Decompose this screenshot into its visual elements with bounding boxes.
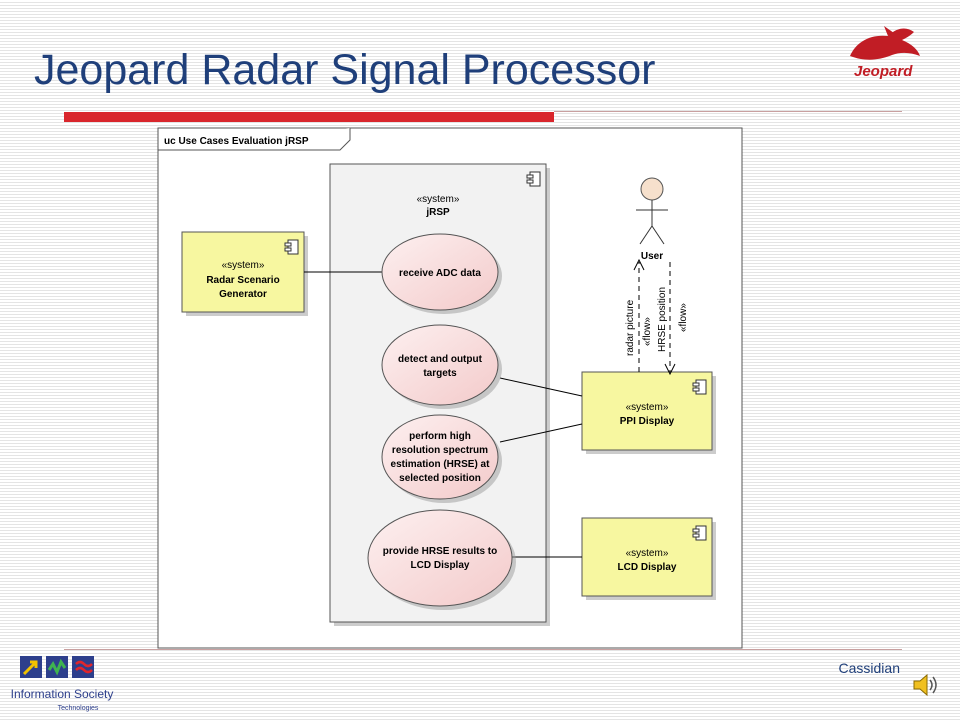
- usecase-detect-label-line1: detect and output: [398, 354, 483, 365]
- lcd-stereotype: «system»: [626, 548, 669, 559]
- footer-company: Cassidian: [838, 660, 900, 676]
- slide-title: Jeopard Radar Signal Processor: [34, 46, 656, 94]
- system-lcd-display: «system» LCD Display: [581, 517, 716, 600]
- component-icon: [284, 239, 299, 255]
- usecase-hrse-label-line3: estimation (HRSE) at: [391, 459, 491, 470]
- ppi-stereotype: «system»: [626, 402, 669, 413]
- system-radar-scenario-generator: «system» Radar Scenario Generator: [181, 231, 308, 316]
- jeopard-panther-icon: [850, 28, 920, 60]
- flow-radar-picture-stereotype: «flow»: [642, 317, 653, 346]
- usecase-perform-hrse: perform high resolution spectrum estimat…: [381, 414, 502, 503]
- speaker-icon[interactable]: [910, 670, 940, 700]
- lcd-name: LCD Display: [618, 562, 677, 573]
- component-icon: [692, 525, 707, 541]
- component-icon: [526, 171, 541, 187]
- actor-user-label: User: [641, 251, 663, 262]
- actor-user: User: [636, 177, 668, 262]
- component-icon: [692, 379, 707, 395]
- ist-logo-text: Information Society: [11, 687, 114, 701]
- radar-generator-stereotype: «system»: [222, 260, 265, 271]
- assoc-hrse-ppi: [499, 423, 583, 443]
- jeopard-logo-text: Jeopard: [854, 63, 913, 80]
- jeopard-logo: Jeopard: [850, 26, 920, 80]
- ist-logo-icon: [20, 656, 94, 678]
- usecase-receive-adc-data: receive ADC data: [381, 233, 502, 314]
- actor-head: [640, 177, 664, 201]
- title-underline-accent: [64, 112, 554, 122]
- usecase-hrse-label-line2: resolution spectrum: [392, 445, 488, 456]
- usecase-provide-label-line2: LCD Display: [411, 560, 470, 571]
- usecase-provide-label-line1: provide HRSE results to: [383, 546, 497, 557]
- usecase-provide-hrse-results: provide HRSE results to LCD Display: [367, 509, 516, 610]
- ppi-name: PPI Display: [620, 416, 675, 427]
- system-ppi-display: «system» PPI Display: [581, 371, 716, 454]
- jrsp-stereotype: «system»: [417, 194, 460, 205]
- flow-radar-picture-label: radar picture: [625, 299, 636, 356]
- radar-generator-name-line1: Radar Scenario: [206, 275, 279, 286]
- usecase-hrse-label-line4: selected position: [399, 473, 481, 484]
- jrsp-name: jRSP: [425, 207, 450, 218]
- assoc-detect-ppi: [499, 377, 583, 397]
- flow-hrse-position: HRSE position «flow»: [657, 262, 689, 376]
- usecase-receive-label: receive ADC data: [399, 268, 481, 279]
- ist-logo-subtext: Technologies: [58, 705, 99, 712]
- footer-rule: [64, 649, 902, 650]
- usecase-detect-label-line2: targets: [423, 368, 457, 379]
- associations: [304, 271, 583, 558]
- flow-hrse-position-stereotype: «flow»: [678, 303, 689, 332]
- usecase-hrse-label-line1: perform high: [409, 431, 471, 442]
- usecase-detect-output-targets: detect and output targets: [381, 324, 502, 409]
- flow-radar-picture: radar picture «flow»: [625, 258, 653, 372]
- ist-logo: Information Society Technologies: [11, 656, 114, 712]
- frame-label: uc Use Cases Evaluation jRSP: [164, 136, 309, 147]
- title-underline-rule: [554, 111, 902, 112]
- radar-generator-name-line2: Generator: [219, 289, 267, 300]
- flow-hrse-position-label: HRSE position: [657, 287, 668, 352]
